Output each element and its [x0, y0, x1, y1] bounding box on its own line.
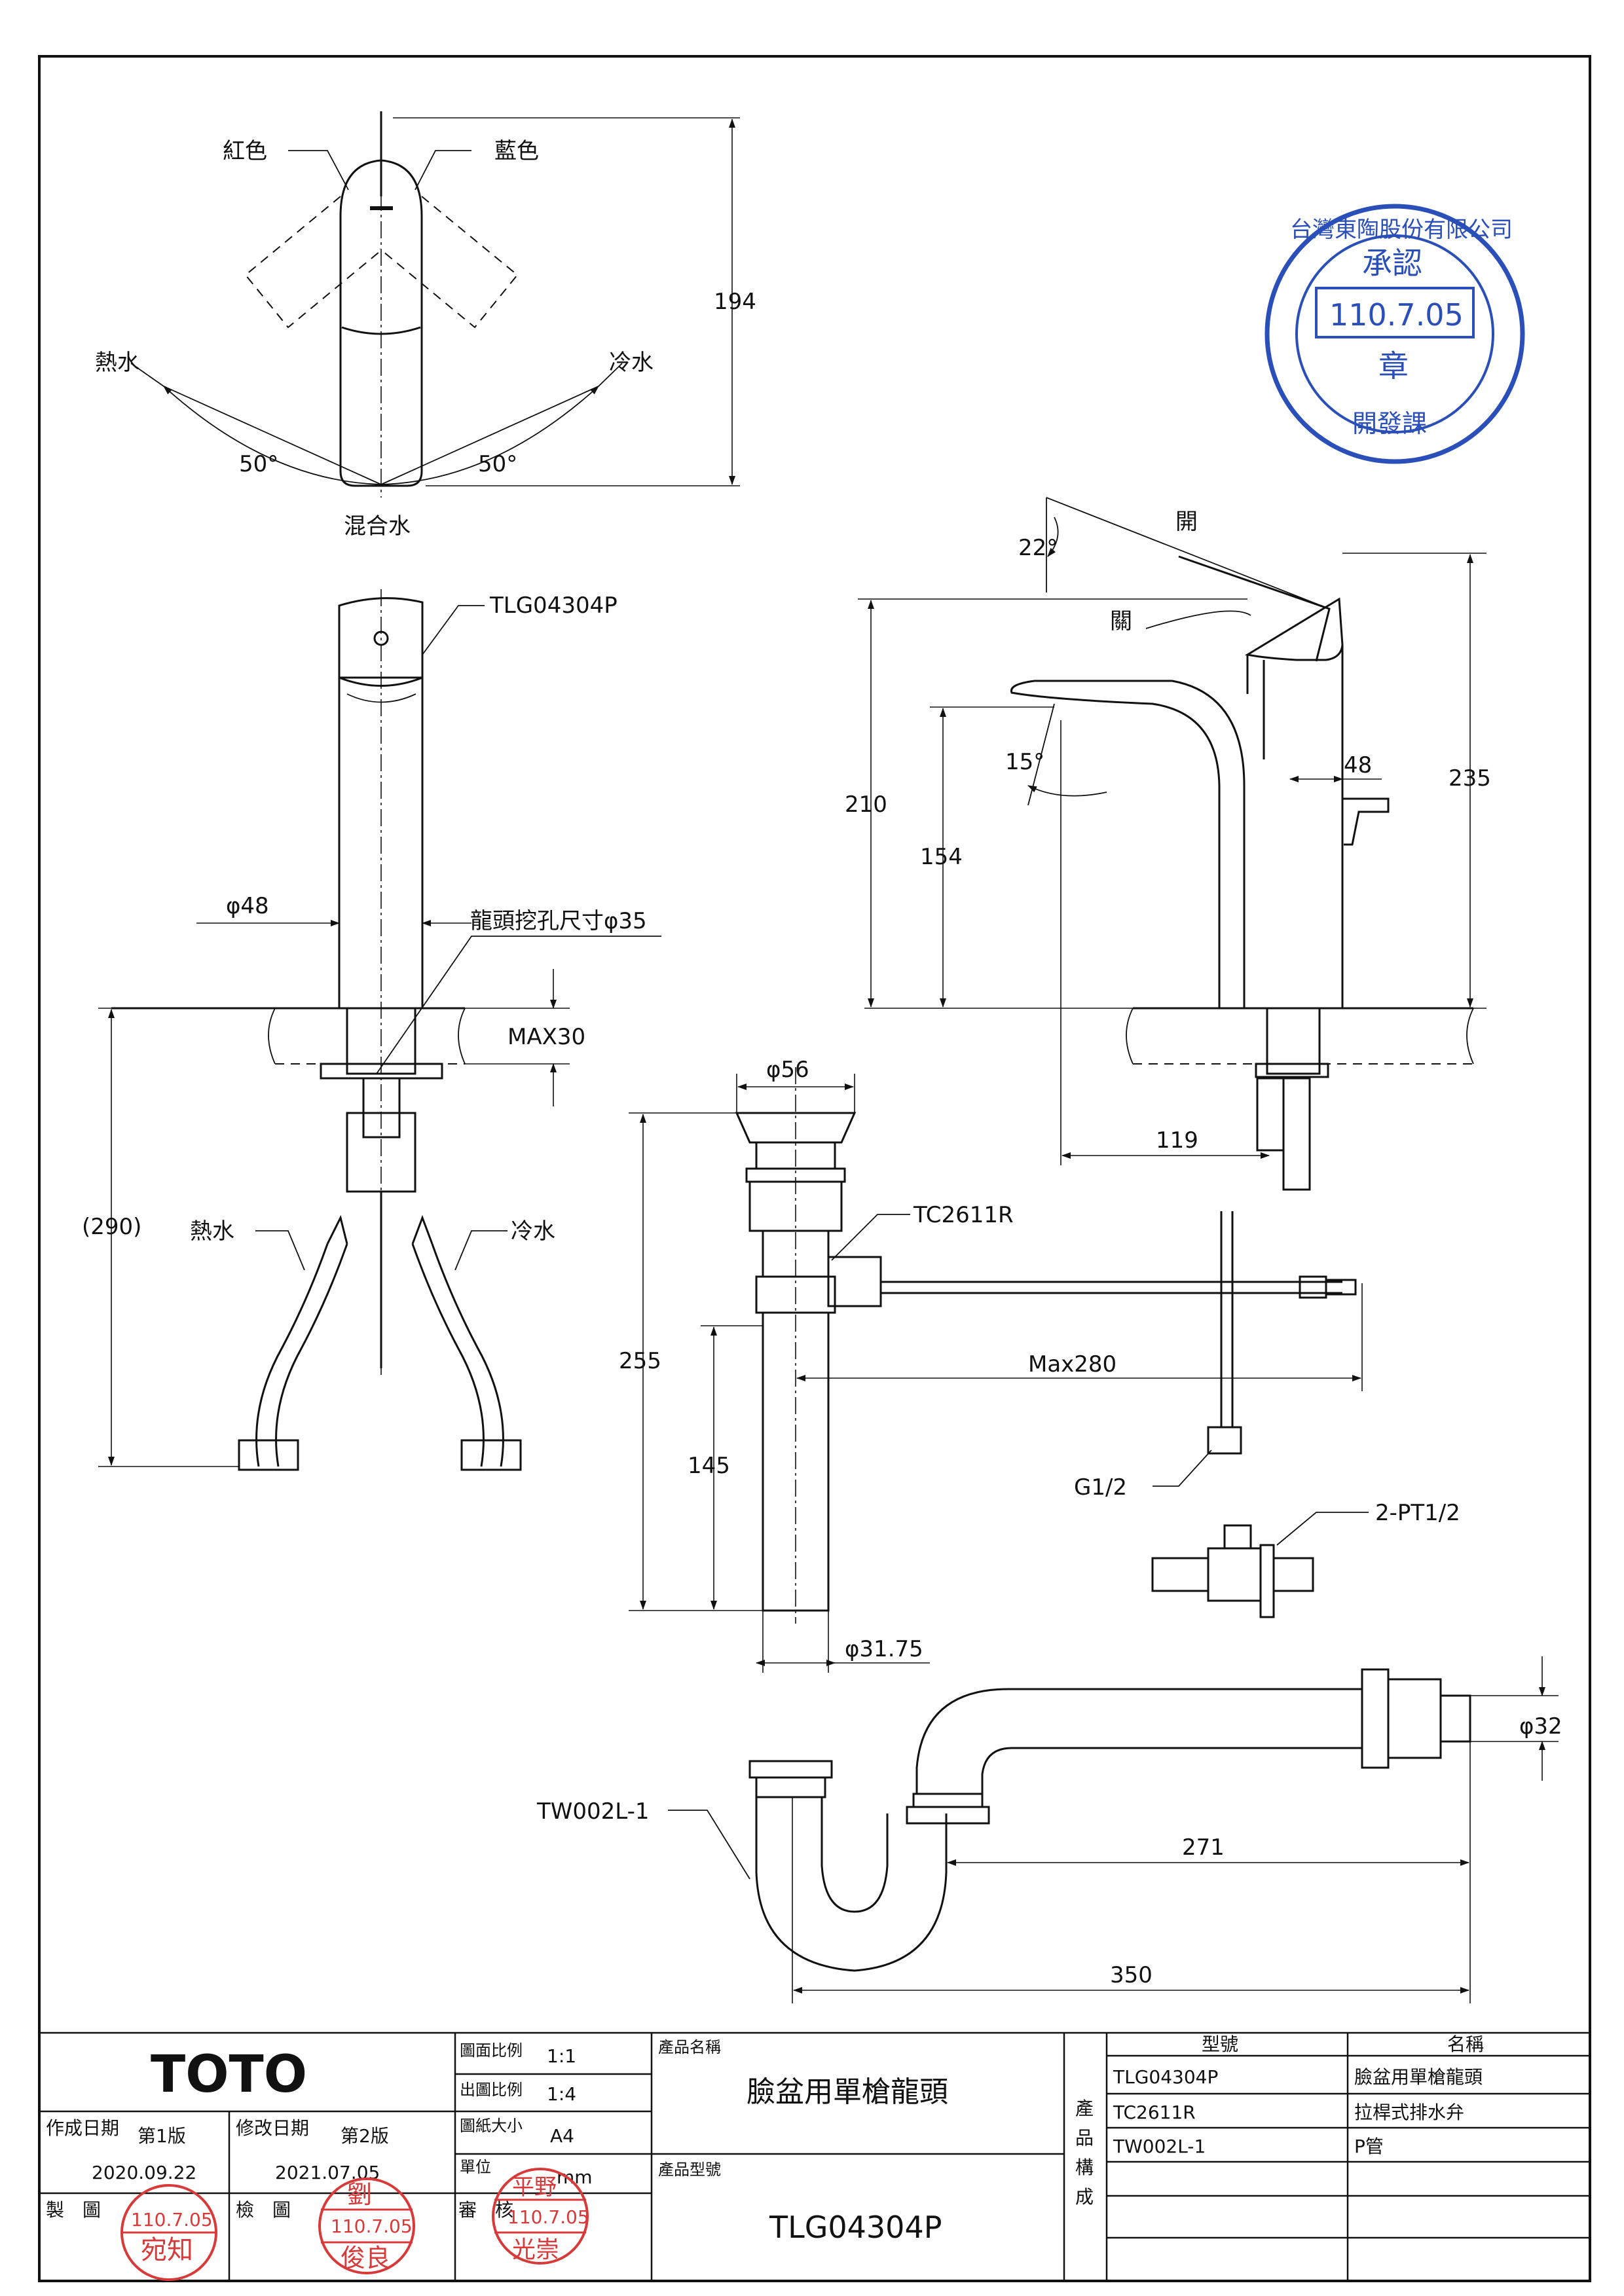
front-hot-label: 熱水	[190, 1218, 234, 1245]
row-3-model: TW002L-1	[1113, 2136, 1206, 2157]
stamp-company: 台灣東陶股份有限公司	[1290, 217, 1513, 243]
angle-right-label: 50°	[478, 451, 517, 477]
dia-56-label: φ56	[766, 1057, 809, 1083]
front-cold-label: 冷水	[511, 1218, 555, 1245]
front-model-label: TLG04304P	[489, 592, 618, 619]
composition-char-4: 成	[1075, 2186, 1094, 2208]
drain-model-label: TC2611R	[913, 1202, 1014, 1228]
angle-15-label: 15°	[1005, 749, 1044, 775]
paper-size-value: A4	[550, 2125, 574, 2147]
stamp-seal: 章	[1378, 348, 1409, 384]
dia-3175-label: φ31.75	[845, 1636, 923, 1662]
row-1-name: 臉盆用單槍龍頭	[1354, 2066, 1483, 2088]
product-name-label: 產品名稱	[658, 2038, 721, 2056]
front-view: TLG04304P φ48 龍頭挖孔尺寸φ35 MAX30 (290	[82, 589, 661, 1471]
reviewed-label: 審 核	[458, 2199, 513, 2221]
dim-48: 48	[1344, 752, 1372, 778]
composition-char-3: 構	[1075, 2157, 1094, 2178]
drawn-label: 製 圖	[46, 2199, 101, 2221]
top-view: 紅色 藍色 熱水 冷水 50° 50° 混合水 194	[95, 111, 756, 539]
print-scale-value: 1:4	[547, 2083, 576, 2105]
drawn-name: 宛知	[141, 2235, 193, 2265]
stamp-date: 110.7.05	[1329, 297, 1464, 333]
checked-surname: 劉	[347, 2180, 372, 2209]
reviewed-signature-stamp: 平野 110.7.05 光崇	[492, 2168, 589, 2265]
reviewed-name: 光崇	[512, 2236, 559, 2263]
dia-32-label: φ32	[1519, 1713, 1562, 1740]
close-label: 關	[1110, 608, 1132, 634]
row-2-name: 拉桿式排水弁	[1354, 2102, 1464, 2123]
dim-255: 255	[619, 1348, 661, 1374]
drawn-date: 110.7.05	[131, 2209, 213, 2231]
dim-194: 194	[714, 289, 756, 315]
checked-name: 俊良	[341, 2244, 390, 2272]
dim-290: (290)	[82, 1214, 141, 1240]
scale-value: 1:1	[547, 2045, 576, 2067]
product-name: 臉盆用單槍龍頭	[747, 2075, 948, 2109]
reviewed-surname: 平野	[512, 2174, 557, 2200]
unit-label: 單位	[460, 2158, 491, 2176]
toto-logo: TOTO	[151, 2045, 307, 2104]
dim-145: 145	[688, 1453, 730, 1479]
dim-235: 235	[1449, 765, 1491, 792]
row-2-model: TC2611R	[1113, 2102, 1196, 2123]
created-date: 2020.09.22	[92, 2162, 196, 2183]
red-label: 紅色	[223, 138, 267, 164]
trap-model-label: TW002L-1	[536, 1798, 650, 1825]
max280-label: Max280	[1028, 1351, 1116, 1377]
mixed-water-label: 混合水	[344, 513, 411, 539]
row-1-model: TLG04304P	[1113, 2066, 1218, 2088]
dim-210: 210	[845, 792, 887, 818]
g12-label: G1/2	[1074, 1474, 1127, 1501]
composition-char-1: 產	[1075, 2098, 1094, 2119]
paper-size-label: 圖紙大小	[460, 2117, 523, 2135]
checked-label: 檢 圖	[236, 2199, 291, 2221]
hole-size-label: 龍頭挖孔尺寸φ35	[470, 908, 647, 934]
cold-water-label: 冷水	[609, 350, 654, 376]
modified-date-label: 修改日期	[236, 2117, 309, 2139]
approval-stamp: 承認 110.7.05 章 台灣東陶股份有限公司 開發課	[1264, 204, 1525, 464]
title-block: TOTO 作成日期 第1版 2020.09.22 修改日期 第2版 2021.0…	[38, 2032, 1591, 2282]
hot-water-label: 熱水	[95, 350, 139, 376]
trap-view: TW002L-1 φ32 271 350	[536, 1656, 1562, 2003]
stamp-approved: 承認	[1362, 246, 1422, 281]
scale-label: 圖面比例	[460, 2041, 523, 2060]
dim-350: 350	[1110, 1962, 1153, 1988]
max30-label: MAX30	[507, 1024, 585, 1050]
dim-154: 154	[920, 844, 963, 870]
pt12-label: 2-PT1/2	[1375, 1500, 1460, 1526]
col-name-header: 名稱	[1447, 2033, 1484, 2055]
blue-label: 藍色	[494, 138, 539, 164]
created-date-label: 作成日期	[46, 2117, 119, 2139]
reviewed-date: 110.7.05	[507, 2206, 589, 2228]
product-model-label: 產品型號	[658, 2160, 721, 2179]
composition-char-2: 品	[1075, 2127, 1094, 2149]
open-label: 開	[1175, 509, 1198, 535]
col-model-header: 型號	[1202, 2033, 1238, 2055]
version1-label: 第1版	[138, 2125, 186, 2147]
print-scale-label: 出圖比例	[460, 2081, 523, 2099]
drain-view: φ56 TC2611R 255 145 Max280 G1/2 2-PT1/2 …	[619, 1057, 1460, 1673]
row-3-name: P管	[1354, 2136, 1384, 2157]
product-model: TLG04304P	[769, 2210, 942, 2245]
dim-119: 119	[1156, 1127, 1198, 1154]
side-view: 22° 開 關 15° 210 154 235 48 119	[845, 497, 1491, 1191]
checked-date: 110.7.05	[331, 2215, 413, 2237]
dia-48-label: φ48	[226, 893, 269, 919]
drawn-signature-stamp: 110.7.05 宛知	[120, 2184, 217, 2281]
angle-22-label: 22°	[1018, 535, 1058, 561]
checked-signature-stamp: 劉 110.7.05 俊良	[318, 2178, 415, 2274]
stamp-dept: 開發課	[1352, 409, 1427, 438]
version2-label: 第2版	[341, 2125, 389, 2147]
angle-left-label: 50°	[239, 451, 278, 477]
dim-271: 271	[1182, 1834, 1225, 1861]
